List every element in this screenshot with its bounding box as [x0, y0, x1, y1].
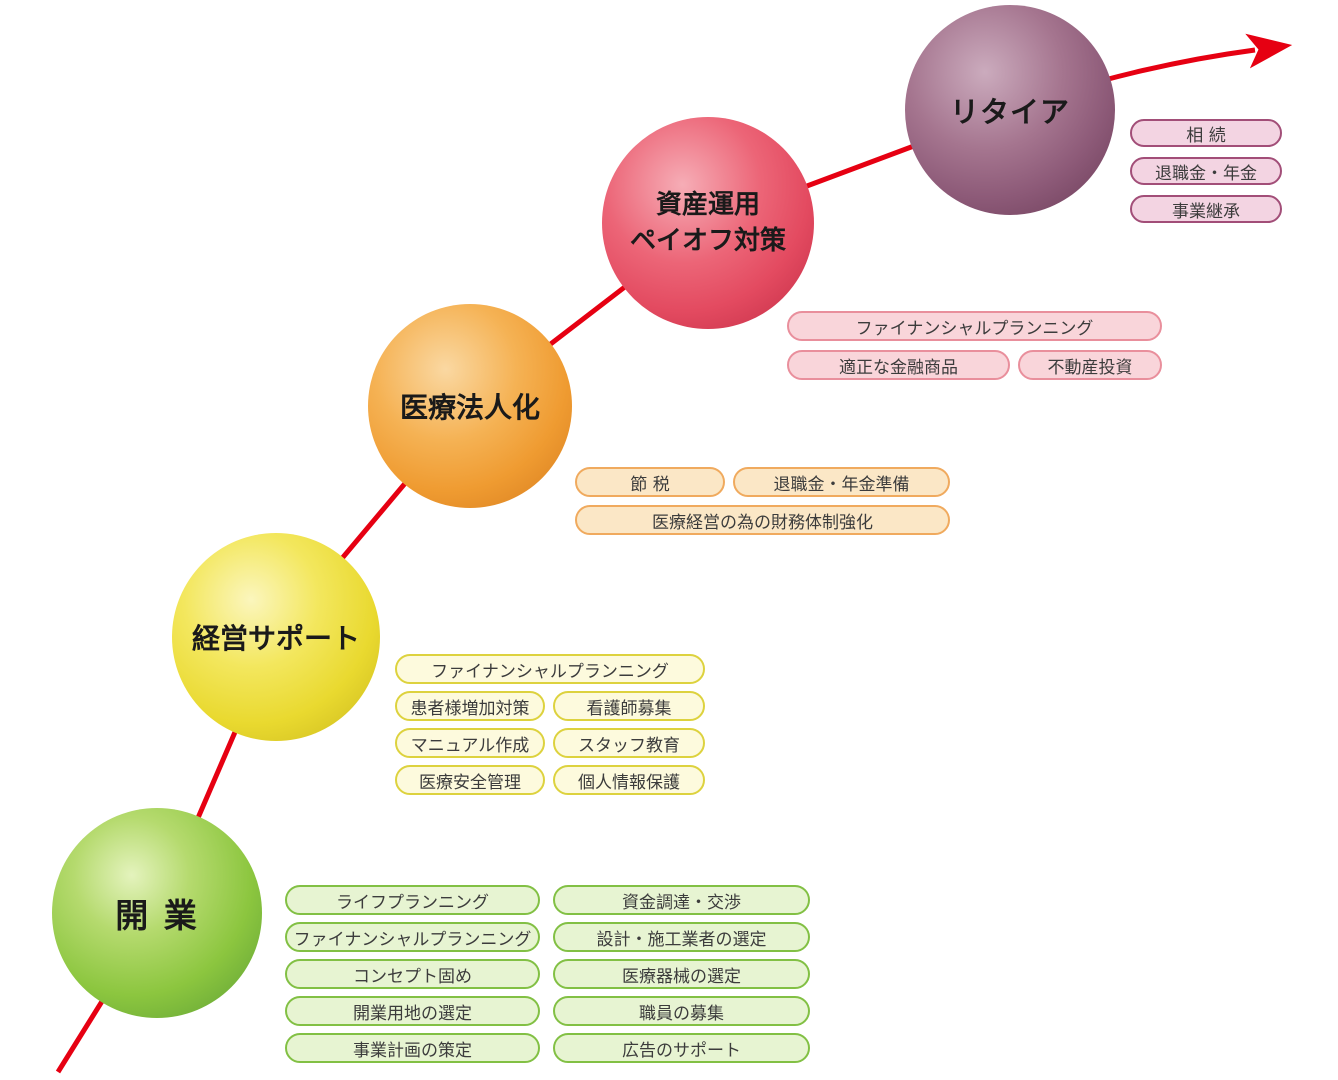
service-pill: 資金調達・交渉 [553, 885, 810, 915]
service-pill: ファイナンシャルプランニング [787, 311, 1162, 341]
service-pill: 退職金・年金 [1130, 157, 1282, 185]
opening-pill-group: ライフプランニング ファイナンシャルプランニング コンセプト固め 開業用地の選定… [285, 885, 810, 1063]
stage-label-retire: リタイア [949, 95, 1070, 129]
service-pill: 適正な金融商品 [787, 350, 1010, 380]
service-pill: 事業継承 [1130, 195, 1282, 223]
service-pill: スタッフ教育 [553, 728, 705, 758]
stage-label-management: 経営サポート [191, 622, 360, 655]
stage-sphere-management: 経営サポート [172, 533, 380, 741]
service-pill: 開業用地の選定 [285, 996, 540, 1026]
retire-pill-group: 相 続 退職金・年金 事業継承 [1130, 119, 1282, 223]
service-pill: コンセプト固め [285, 959, 540, 989]
service-pill: ライフプランニング [285, 885, 540, 915]
service-pill: 個人情報保護 [553, 765, 705, 795]
service-pill: ファイナンシャルプランニング [395, 654, 705, 684]
service-pill: 相 続 [1130, 119, 1282, 147]
opening-pill-col2: 資金調達・交渉 設計・施工業者の選定 医療器械の選定 職員の募集 広告のサポート [553, 885, 810, 1063]
stage-sphere-asset: 資産運用 ペイオフ対策 [602, 117, 814, 329]
management-pill-group: ファイナンシャルプランニング 患者様増加対策 看護師募集 マニュアル作成 スタッ… [395, 654, 705, 795]
service-pill: ファイナンシャルプランニング [285, 922, 540, 952]
incorporation-pill-row: 節 税 退職金・年金準備 [575, 467, 950, 497]
stage-sphere-opening: 開 業 [52, 808, 262, 1018]
management-pill-row: 患者様増加対策 看護師募集 [395, 691, 705, 721]
service-pill: マニュアル作成 [395, 728, 545, 758]
opening-pill-col1: ライフプランニング ファイナンシャルプランニング コンセプト固め 開業用地の選定… [285, 885, 540, 1063]
service-pill: 節 税 [575, 467, 725, 497]
service-pill: 医療経営の為の財務体制強化 [575, 505, 950, 535]
service-pill: 設計・施工業者の選定 [553, 922, 810, 952]
service-pill: 退職金・年金準備 [733, 467, 950, 497]
service-pill: 看護師募集 [553, 691, 705, 721]
stage-sphere-retire: リタイア [905, 5, 1115, 215]
management-pill-row: マニュアル作成 スタッフ教育 [395, 728, 705, 758]
asset-pill-row: 適正な金融商品 不動産投資 [787, 350, 1162, 380]
service-pill: 事業計画の策定 [285, 1033, 540, 1063]
service-pill: 患者様増加対策 [395, 691, 545, 721]
service-pill: 不動産投資 [1018, 350, 1162, 380]
stage-label-asset-line2: ペイオフ対策 [629, 226, 786, 256]
incorporation-pill-group: 節 税 退職金・年金準備 医療経営の為の財務体制強化 [575, 467, 950, 535]
asset-pill-group: ファイナンシャルプランニング 適正な金融商品 不動産投資 [787, 311, 1162, 380]
service-pill: 医療器械の選定 [553, 959, 810, 989]
service-pill: 医療安全管理 [395, 765, 545, 795]
service-pill: 職員の募集 [553, 996, 810, 1026]
stage-label-asset-line1: 資産運用 [655, 189, 760, 220]
stage-label-incorporation: 医療法人化 [399, 391, 540, 424]
service-pill: 広告のサポート [553, 1033, 810, 1063]
stage-sphere-incorporation: 医療法人化 [368, 304, 572, 508]
stage-label-opening: 開 業 [115, 896, 199, 935]
management-pill-row: 医療安全管理 個人情報保護 [395, 765, 705, 795]
